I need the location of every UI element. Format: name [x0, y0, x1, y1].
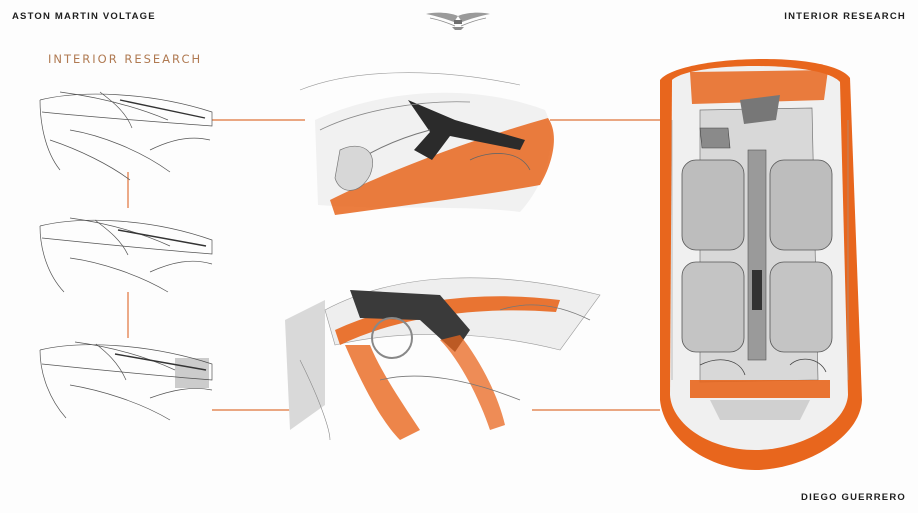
- winged-logo-icon: [426, 12, 490, 30]
- interior-sketch-top: [299, 72, 554, 215]
- small-sketch-1: [39, 91, 213, 181]
- brand-title: ASTON MARTIN VOLTAGE: [12, 11, 156, 22]
- author-name: DIEGO GUERRERO: [801, 492, 906, 503]
- connector-lines: [127, 119, 660, 411]
- small-sketch-3: [39, 341, 213, 421]
- section-title: INTERIOR RESEARCH: [48, 52, 203, 66]
- small-sketch-2: [39, 217, 213, 293]
- top-view-car-sketch: [660, 59, 862, 470]
- header-right-title: INTERIOR RESEARCH: [784, 11, 906, 22]
- interior-sketch-bottom: [285, 277, 601, 441]
